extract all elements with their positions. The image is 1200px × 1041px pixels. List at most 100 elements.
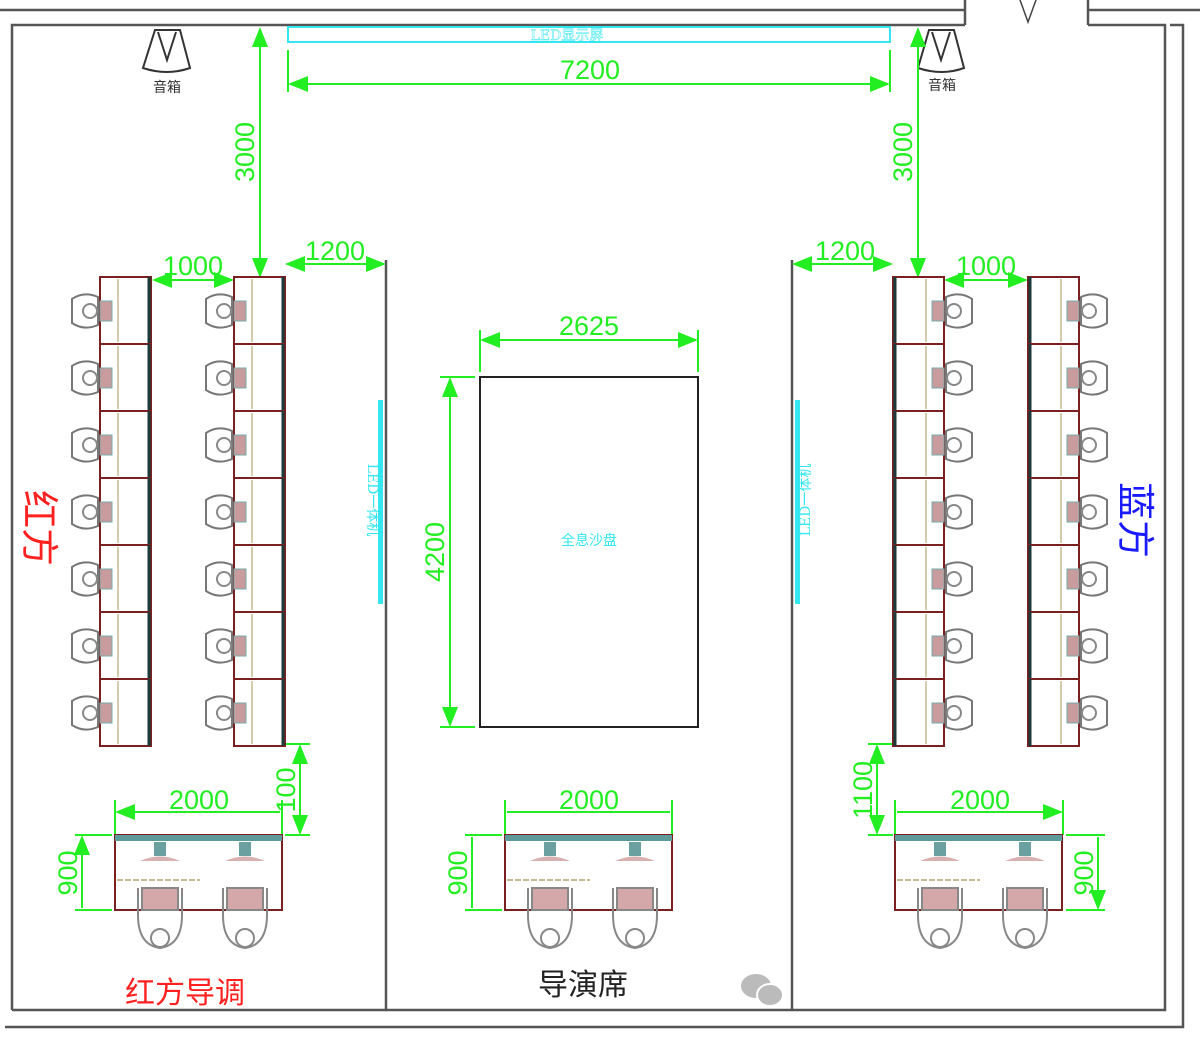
chair-icon — [931, 695, 973, 731]
workstation — [1027, 611, 1108, 680]
chair-icon — [931, 494, 973, 530]
workstation — [892, 678, 973, 747]
dim-right-desk-gap: 1100 — [848, 761, 878, 819]
dim-left-aisle: 1000 — [163, 251, 223, 281]
person-icon — [1002, 887, 1048, 950]
workstation — [71, 477, 152, 546]
red-team-label: 红方 — [17, 490, 61, 566]
person-icon — [222, 887, 268, 950]
workstation — [71, 678, 152, 747]
chair-icon — [205, 360, 247, 396]
speaker-right-label: 音箱 — [928, 77, 956, 94]
workstation — [205, 678, 286, 747]
workstation — [71, 410, 152, 479]
chair-icon — [71, 293, 113, 329]
person-icon — [917, 887, 963, 950]
chair-icon — [205, 561, 247, 597]
workstation — [205, 544, 286, 613]
director-desk — [504, 834, 673, 950]
workstation — [892, 276, 973, 345]
workstation — [1027, 477, 1108, 546]
dim-left-desk-gap: 100 — [271, 767, 301, 812]
chair-icon — [1066, 427, 1108, 463]
workstation — [1027, 678, 1108, 747]
workstation-column — [205, 276, 286, 747]
dim-right-aisle: 1000 — [956, 251, 1016, 281]
workstation — [892, 410, 973, 479]
workstation — [892, 477, 973, 546]
chair-icon — [931, 561, 973, 597]
wechat-icon — [741, 974, 784, 1007]
dim-center-desk-width: 2000 — [559, 785, 619, 815]
workstation — [1027, 544, 1108, 613]
chair-icon — [931, 628, 973, 664]
workstation — [205, 343, 286, 412]
workstation — [892, 611, 973, 680]
chair-icon — [1066, 494, 1108, 530]
dim-right-front-gap: 3000 — [888, 122, 918, 182]
chair-icon — [71, 360, 113, 396]
chair-icon — [71, 561, 113, 597]
dim-left-desk-depth: 900 — [53, 850, 83, 895]
speaker-left-label: 音箱 — [153, 79, 181, 96]
dim-right-desk-width: 2000 — [950, 785, 1010, 815]
chair-icon — [205, 628, 247, 664]
workstation — [205, 410, 286, 479]
chair-icon — [205, 494, 247, 530]
person-icon — [612, 887, 658, 950]
dim-right-wall-gap: 1200 — [815, 236, 875, 266]
dim-led-width: 7200 — [560, 55, 620, 85]
workstations — [71, 276, 1108, 950]
dim-left-wall-gap: 1200 — [305, 236, 365, 266]
chair-icon — [205, 695, 247, 731]
red-director-label: 红方导调 — [125, 976, 245, 1011]
workstation — [1027, 410, 1108, 479]
chair-icon — [205, 427, 247, 463]
led-right-label: LED一体机 — [798, 464, 814, 537]
chair-icon — [1066, 561, 1108, 597]
chair-icon — [931, 427, 973, 463]
workstation — [892, 343, 973, 412]
dim-table-length: 4200 — [420, 522, 450, 582]
workstation — [71, 276, 152, 345]
person-icon — [527, 887, 573, 950]
chair-icon — [1066, 695, 1108, 731]
led-top-label: LED显示屏 — [531, 28, 604, 44]
director-desk — [114, 834, 283, 950]
holographic-sand-table — [479, 376, 699, 728]
workstation — [205, 276, 286, 345]
workstation — [205, 611, 286, 680]
chair-icon — [931, 360, 973, 396]
workstation — [1027, 343, 1108, 412]
door-icon — [1019, 0, 1037, 25]
person-icon — [137, 887, 183, 950]
chair-icon — [1066, 293, 1108, 329]
led-left-label: LED一体机 — [364, 464, 380, 537]
dimension-lines — [75, 27, 1105, 910]
director-seat-label: 导演席 — [538, 968, 628, 1003]
dim-table-width: 2625 — [559, 311, 619, 341]
chair-icon — [71, 427, 113, 463]
dim-left-front-gap: 3000 — [230, 122, 260, 182]
workstation — [205, 477, 286, 546]
workstation-column — [1027, 276, 1108, 747]
led-screen-left — [378, 400, 383, 604]
chair-icon — [205, 293, 247, 329]
workstation — [71, 611, 152, 680]
chair-icon — [1066, 360, 1108, 396]
workstation-column — [71, 276, 152, 747]
workstation-column — [892, 276, 973, 747]
led-screen-top — [287, 26, 891, 43]
chair-icon — [71, 628, 113, 664]
chair-icon — [931, 293, 973, 329]
workstation — [1027, 276, 1108, 345]
dim-right-desk-depth: 900 — [1069, 850, 1099, 895]
workstation — [71, 544, 152, 613]
workstation — [71, 343, 152, 412]
chair-icon — [71, 695, 113, 731]
director-desk — [894, 834, 1063, 950]
dim-center-desk-depth: 900 — [443, 850, 473, 895]
workstation — [892, 544, 973, 613]
chair-icon — [1066, 628, 1108, 664]
